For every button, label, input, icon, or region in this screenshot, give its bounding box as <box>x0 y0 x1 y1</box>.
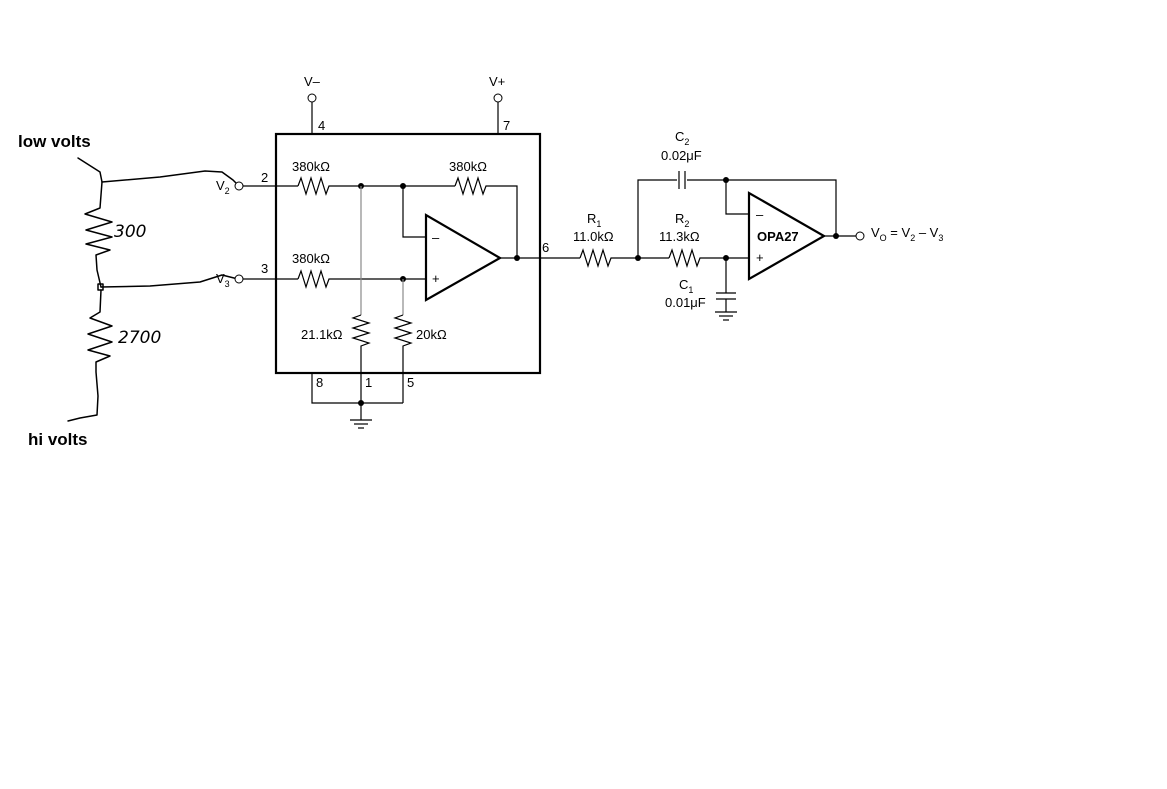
opa27-plus: + <box>756 250 764 265</box>
resistor-20k-label: 20kΩ <box>416 327 447 342</box>
hand-resistor-2700 <box>67 289 113 422</box>
ina-opamp-triangle <box>424 213 503 302</box>
low-volts-label: low volts <box>18 132 91 151</box>
pin-2-label: 2 <box>261 170 268 185</box>
hand-wire-low <box>77 157 239 186</box>
resistor-380k-feedback-label: 380kΩ <box>449 159 487 174</box>
ground-bus <box>311 373 403 404</box>
v2-label: V2 <box>216 178 230 196</box>
inverting-input-wire <box>402 186 426 238</box>
resistor-380k-top-left <box>297 175 361 197</box>
pin-1-label: 1 <box>365 375 372 390</box>
vo-equation: VO = V2 – V3 <box>871 225 943 243</box>
v3-label: V3 <box>216 271 230 289</box>
hand-resistor-2700-label: 2700 <box>118 328 161 348</box>
pin-5-label: 5 <box>407 375 414 390</box>
v2-terminal <box>234 181 244 191</box>
resistor-21k <box>350 314 372 403</box>
pin-3-label: 3 <box>261 261 268 276</box>
resistor-380k-feedback <box>454 175 518 258</box>
v-minus-terminal <box>307 93 317 103</box>
resistor-20k <box>392 314 414 403</box>
c1-value: 0.01μF <box>665 295 706 310</box>
resistor-380k-mid-left-label: 380kΩ <box>292 251 330 266</box>
ina-opamp-plus: + <box>432 271 440 286</box>
c1-name: C1 <box>679 277 693 295</box>
opa27-triangle <box>747 191 827 281</box>
junction-output <box>514 255 520 261</box>
hi-volts-label: hi volts <box>28 430 88 449</box>
resistor-r2 <box>668 247 749 269</box>
resistor-r1 <box>579 247 669 269</box>
c2-left-wire <box>637 179 677 258</box>
r2-name: R2 <box>675 211 689 229</box>
v3-terminal <box>234 274 244 284</box>
resistor-380k-mid-left <box>297 268 403 290</box>
opa27-minus: – <box>756 207 764 222</box>
pin-7-label: 7 <box>503 118 510 133</box>
v-minus-label: V– <box>304 74 321 89</box>
r2-value: 11.3kΩ <box>659 229 700 244</box>
opa27-label: OPA27 <box>757 229 799 244</box>
pin-4-label: 4 <box>318 118 325 133</box>
hand-resistor-300-label: 300 <box>114 222 146 242</box>
resistor-380k-top-left-label: 380kΩ <box>292 159 330 174</box>
r1-value: 11.0kΩ <box>573 229 614 244</box>
v-plus-terminal <box>493 93 503 103</box>
pin-8-label: 8 <box>316 375 323 390</box>
opa27-inverting-wire <box>725 180 749 215</box>
ina-opamp-minus: – <box>432 230 440 245</box>
junction-top-2 <box>400 183 406 189</box>
ground-symbol <box>350 403 372 429</box>
pin-6-label: 6 <box>542 240 549 255</box>
c2-name: C2 <box>675 129 689 147</box>
ina-package <box>274 132 542 375</box>
c1-ground-symbol <box>715 299 737 321</box>
r1-name: R1 <box>587 211 601 229</box>
hand-resistor-300 <box>84 181 113 288</box>
hand-wire-tap <box>100 274 239 288</box>
v-plus-label: V+ <box>489 74 505 89</box>
c2-right-wire <box>687 179 837 236</box>
resistor-21k-label: 21.1kΩ <box>301 327 343 342</box>
vo-terminal <box>855 231 865 241</box>
junction-vo <box>833 233 839 239</box>
c2-value: 0.02μF <box>661 148 702 163</box>
